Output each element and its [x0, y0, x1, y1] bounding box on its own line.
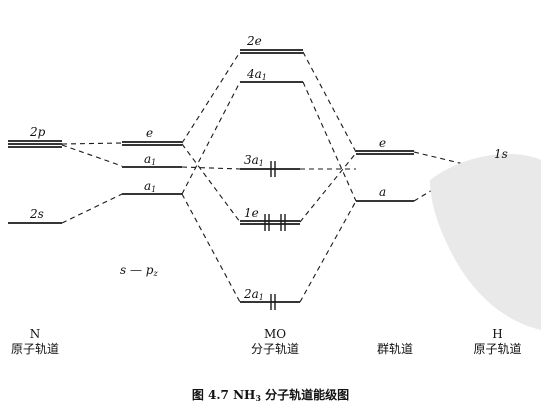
label-subscript: 1	[151, 158, 157, 167]
connector	[302, 51, 357, 153]
label-mo-3a1: 3a1	[244, 154, 264, 168]
column-group: 群轨道	[360, 342, 430, 357]
column-h: H 原子轨道	[460, 327, 535, 357]
mixing-note: s — pz	[120, 264, 158, 278]
column-n: N 原子轨道	[0, 327, 70, 357]
label-text: 2a	[244, 287, 259, 301]
column-n-symbol: N	[29, 327, 41, 341]
label-subscript: 1	[258, 159, 264, 168]
label-subscript: 1	[258, 293, 264, 302]
label-subscript: 1	[261, 73, 267, 82]
caption-prefix: 图 4.7 NH	[191, 388, 256, 402]
label-n-e: e	[146, 126, 154, 140]
electron-pairs	[264, 161, 286, 310]
connector	[299, 152, 357, 223]
label-h-1s: 1s	[494, 147, 508, 161]
column-h-subtitle: 原子轨道	[473, 342, 522, 356]
label-group-a: a	[379, 185, 387, 199]
connector	[299, 200, 357, 303]
connector	[61, 193, 123, 224]
label-mo-1e: 1e	[244, 206, 259, 220]
label-mo-2e: 2e	[247, 34, 262, 48]
label-group-e: e	[379, 136, 387, 150]
label-n-a1-lower: a1	[144, 180, 156, 194]
label-text: 4a	[247, 67, 262, 81]
label-n-2p: 2p	[30, 125, 46, 139]
label-mo-4a1: 4a1	[247, 68, 267, 82]
label-n-2s: 2s	[30, 207, 44, 221]
caption-subscript: 3	[255, 393, 261, 403]
label-mo-2a1: 2a1	[244, 288, 264, 302]
column-n-subtitle: 原子轨道	[10, 342, 59, 356]
mixing-note-text: s — p	[120, 263, 154, 277]
watermark-shape	[430, 154, 541, 330]
connector	[181, 193, 241, 303]
connector	[302, 81, 357, 202]
label-subscript: 1	[151, 185, 157, 194]
mixing-note-subscript: z	[153, 269, 158, 278]
connector	[61, 142, 123, 145]
connector	[181, 81, 241, 195]
label-text: a	[144, 152, 152, 166]
column-h-symbol: H	[492, 327, 503, 341]
connector	[181, 166, 241, 170]
label-n-a1-upper: a1	[144, 153, 156, 167]
column-mo-symbol: MO	[263, 327, 287, 341]
label-text: a	[144, 179, 152, 193]
connector	[61, 144, 123, 167]
column-group-subtitle: 群轨道	[376, 342, 413, 356]
correlation-lines	[61, 51, 473, 303]
figure-caption: 图 4.7 NH3 分子轨道能级图	[0, 386, 541, 403]
column-mo: MO 分子轨道	[235, 327, 315, 357]
connector	[181, 143, 241, 223]
label-text: 3a	[244, 153, 259, 167]
caption-suffix: 分子轨道能级图	[260, 388, 350, 402]
column-mo-subtitle: 分子轨道	[250, 342, 299, 356]
